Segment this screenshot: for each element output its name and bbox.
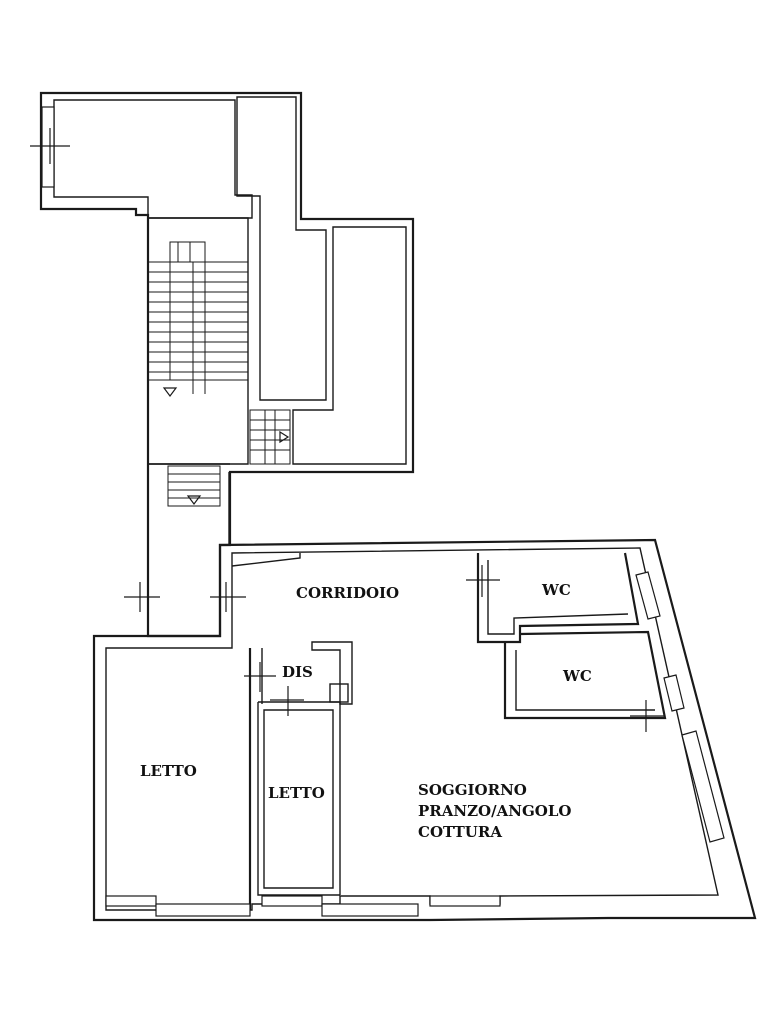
small-bedroom-inner [263,709,334,889]
entry-hatch [231,553,301,567]
apartment-inner-wall [105,547,719,911]
shaft-wall [236,96,327,401]
bedroom-window-left [105,895,157,907]
top-room-inner [53,99,253,219]
wc-upper-inner [487,560,629,635]
upper-block [30,91,415,638]
stairwell-inner [148,217,249,465]
living-window [681,730,725,843]
dis-closet [311,641,353,705]
main-stair [147,241,249,397]
small-bedroom-window [261,895,323,907]
entry-arrow-down-icon [186,495,202,505]
stair-arrow-down-icon [162,387,178,397]
wc-lower-window [663,674,685,712]
upper-outer-wall [39,91,415,638]
landing-arrow-right-icon [279,430,290,444]
top-room-window [41,106,55,188]
door-mark-stair [124,582,160,612]
entry-stair [167,465,221,507]
label-letto-small: LETTO [268,784,325,802]
wc-upper-window [635,571,661,620]
door-mark-dis [244,662,276,692]
bedroom-window [155,903,251,917]
label-soggiorno-2: PRANZO/ANGOLO [418,802,571,820]
living-window-bottom-1 [321,903,419,917]
apartment [92,538,757,922]
door-mark-bedroom [270,686,304,716]
label-letto-large: LETTO [140,762,197,780]
landing-stair [249,409,291,465]
label-dis: DIS [282,663,313,681]
door-mark-entry [210,582,246,612]
label-soggiorno-3: COTTURA [418,823,502,841]
label-wc-upper: WC [541,581,571,599]
door-mark-living [630,700,664,732]
dis-column [329,683,349,703]
door-mark-wc1 [466,565,500,597]
right-store-wall [292,226,407,465]
wc-lower-wall [503,630,667,720]
living-window-bottom-2 [429,895,501,907]
label-soggiorno-1: SOGGIORNO [418,781,527,799]
label-corridoio: CORRIDOIO [296,584,399,602]
wc-lower-inner [515,650,655,711]
apartment-outer-wall [92,538,757,922]
label-wc-lower: WC [562,667,592,685]
